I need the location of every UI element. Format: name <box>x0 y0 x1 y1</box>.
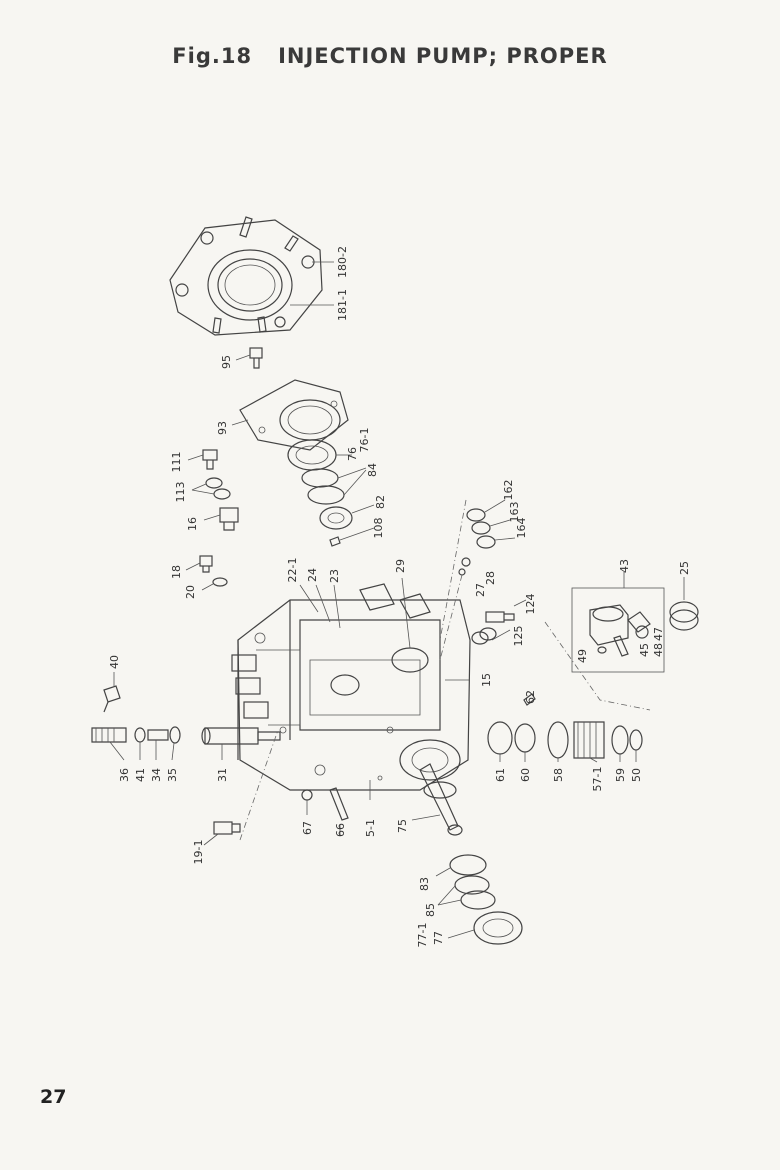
label-48: 48 <box>652 643 665 657</box>
bolt-124 <box>485 611 515 623</box>
shims-84 <box>301 468 345 505</box>
camshaft-75 <box>419 763 463 836</box>
label-163: 163 <box>508 502 521 523</box>
label-49: 49 <box>576 649 589 663</box>
lever-66 <box>329 787 349 821</box>
label-60: 60 <box>519 768 532 782</box>
label-124: 124 <box>524 594 537 615</box>
label-93: 93 <box>216 421 229 435</box>
delivery-valve-holders <box>231 649 301 726</box>
label-77-1: 77-1 <box>416 923 429 948</box>
label-31: 31 <box>216 768 229 782</box>
washer-41 <box>134 727 146 743</box>
label-28: 28 <box>484 571 497 585</box>
label-43: 43 <box>618 559 631 573</box>
washer-20 <box>212 577 228 587</box>
label-77: 77 <box>432 931 445 945</box>
label-61: 61 <box>494 768 507 782</box>
screw-34 <box>147 729 169 741</box>
label-40: 40 <box>108 655 121 669</box>
label-162: 162 <box>502 480 515 501</box>
label-15: 15 <box>480 673 493 687</box>
page-number: 27 <box>40 1086 67 1108</box>
cap-25 <box>669 601 699 631</box>
pin-62 <box>523 693 536 706</box>
label-50: 50 <box>630 768 643 782</box>
washer-27 <box>458 568 466 576</box>
label-57-1: 57-1 <box>591 767 604 792</box>
bracket-40 <box>103 685 121 713</box>
bolt-18 <box>199 555 213 573</box>
label-24: 24 <box>306 568 319 582</box>
label-47: 47 <box>652 627 665 641</box>
label-62: 62 <box>524 690 537 704</box>
label-58: 58 <box>552 768 565 782</box>
figure-title: INJECTION PUMP; PROPER <box>278 44 608 68</box>
bearing-housing-93 <box>239 379 349 451</box>
label-113: 113 <box>174 482 187 503</box>
label-5-1: 5-1 <box>364 819 377 837</box>
governor-group-43 <box>571 587 665 673</box>
label-35: 35 <box>166 768 179 782</box>
washer-163 <box>471 521 491 535</box>
label-111: 111 <box>170 452 183 473</box>
label-20: 20 <box>184 585 197 599</box>
bolt-19-1 <box>213 821 241 835</box>
label-67: 67 <box>301 821 314 835</box>
label-95: 95 <box>220 355 233 369</box>
label-84: 84 <box>366 463 379 477</box>
label-85: 85 <box>424 903 437 917</box>
label-108: 108 <box>372 518 385 539</box>
fitting-31 <box>201 727 281 745</box>
bolt-67 <box>301 789 313 801</box>
nut-28 <box>461 557 471 567</box>
bearing-77 <box>473 911 523 945</box>
nut-164 <box>476 535 496 549</box>
overflow-valve-36 <box>91 727 127 743</box>
flange-cover <box>169 216 323 336</box>
label-36: 36 <box>118 768 131 782</box>
label-164: 164 <box>515 518 528 539</box>
label-59: 59 <box>614 768 627 782</box>
label-18: 18 <box>170 565 183 579</box>
figure-number: Fig.18 <box>172 44 253 68</box>
label-181-1: 181-1 <box>336 289 349 321</box>
shim-83 <box>449 854 487 876</box>
label-22-1: 22-1 <box>286 558 299 583</box>
plug-16 <box>219 507 239 531</box>
timer-parts <box>487 721 643 759</box>
label-27: 27 <box>474 583 487 597</box>
label-25: 25 <box>678 561 691 575</box>
bolt-111 <box>202 449 218 470</box>
label-16: 16 <box>186 517 199 531</box>
key-108 <box>329 536 341 547</box>
label-29: 29 <box>394 559 407 573</box>
bushing-82 <box>319 506 353 530</box>
label-34: 34 <box>150 768 163 782</box>
label-66: 66 <box>334 823 347 837</box>
label-41: 41 <box>134 768 147 782</box>
label-75: 75 <box>396 819 409 833</box>
shims-85 <box>454 875 496 910</box>
label-82: 82 <box>374 495 387 509</box>
washers-125 <box>471 627 497 645</box>
washers-113 <box>205 477 231 500</box>
washer-162 <box>466 508 486 522</box>
label-76: 76 <box>346 447 359 461</box>
label-180-2: 180-2 <box>336 246 349 278</box>
label-83: 83 <box>418 877 431 891</box>
washer-35 <box>169 726 181 744</box>
page-title: Fig.18 INJECTION PUMP; PROPER <box>0 44 780 68</box>
bolt-95 <box>249 347 263 369</box>
label-19-1: 19-1 <box>192 840 205 865</box>
label-45: 45 <box>638 643 651 657</box>
label-23: 23 <box>328 569 341 583</box>
pump-housing-5-1 <box>237 583 471 791</box>
label-125: 125 <box>512 626 525 647</box>
label-76-1: 76-1 <box>358 428 371 453</box>
bearing-76 <box>287 439 337 471</box>
